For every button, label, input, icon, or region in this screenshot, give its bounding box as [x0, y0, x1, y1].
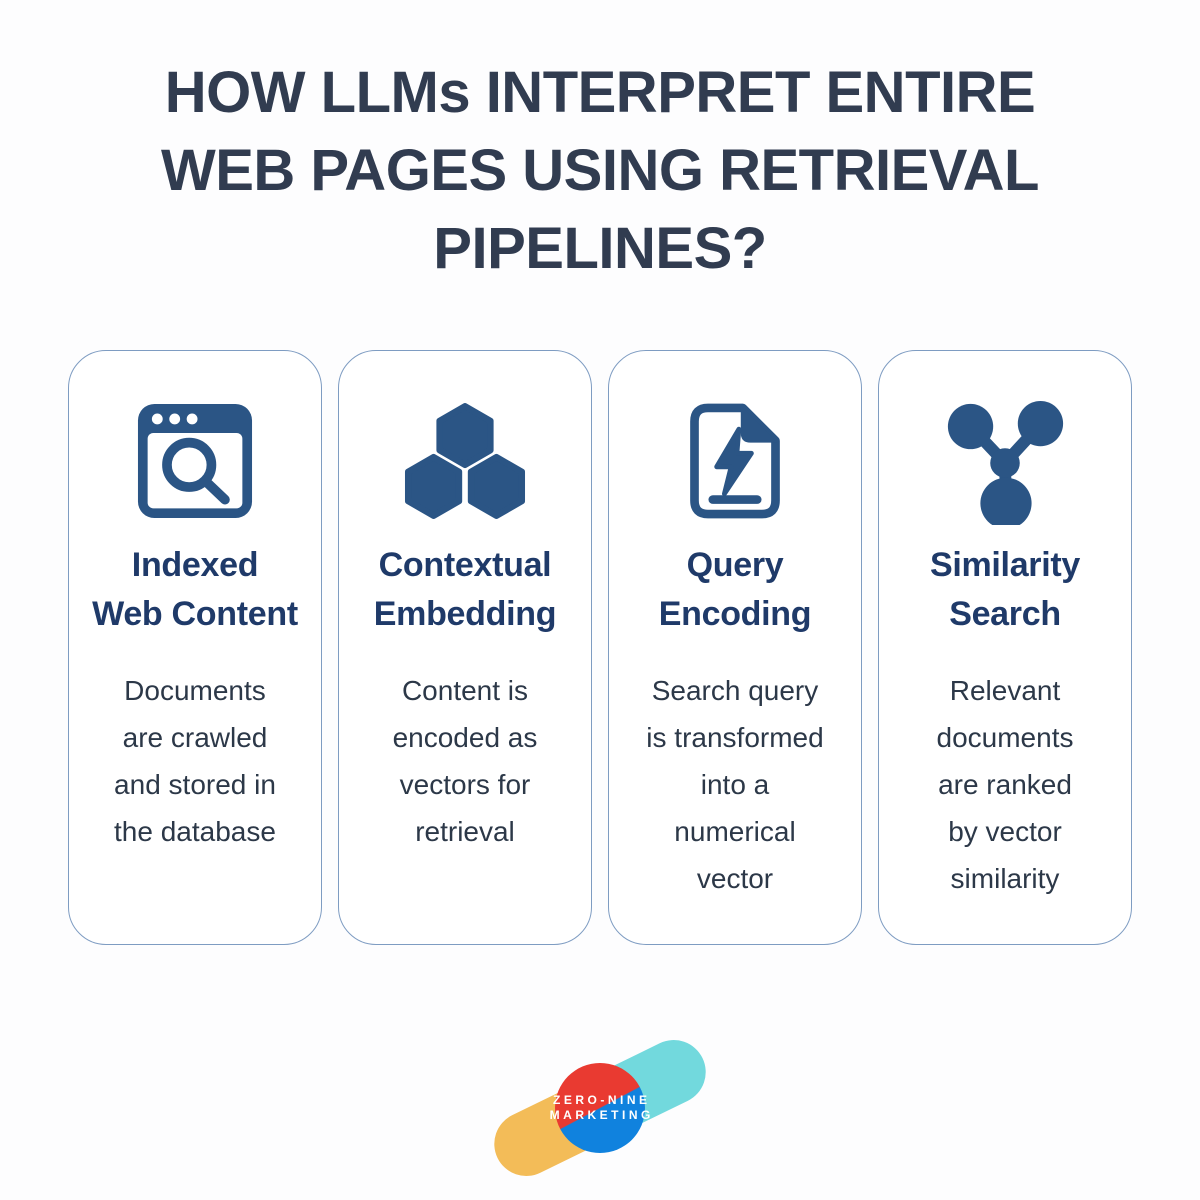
network-nodes-icon: [941, 385, 1069, 537]
logo-wordmark-line2: MARKETING: [549, 1108, 654, 1122]
card-heading: Query Encoding: [658, 546, 812, 633]
document-lightning-icon: [681, 385, 789, 537]
logo-wordmark-line1: ZERO-NINE: [553, 1093, 651, 1107]
card-description: Relevant documents are ranked by vector …: [936, 675, 1074, 894]
card-description: Content is encoded as vectors for retrie…: [392, 675, 538, 847]
card-indexed-web-content: Indexed Web Content Documents are crawle…: [68, 350, 322, 945]
cards-row: Indexed Web Content Documents are crawle…: [0, 350, 1200, 945]
browser-search-icon: [137, 385, 253, 537]
card-heading: Contextual Embedding: [373, 546, 557, 633]
card-description: Documents are crawled and stored in the …: [114, 675, 276, 847]
card-heading: Indexed Web Content: [92, 546, 298, 633]
page-title: HOW LLMs INTERPRET ENTIRE WEB PAGES USIN…: [161, 60, 1039, 281]
logo-circle-shape: [555, 1063, 645, 1153]
card-description: Search query is transformed into a numer…: [646, 675, 824, 894]
hexagon-cluster-icon: [400, 385, 530, 537]
logo-wordmark: ZERO-NINE MARKETING: [485, 1033, 715, 1183]
card-query-encoding: Query Encoding Search query is transform…: [608, 350, 862, 945]
card-heading: Similarity Search: [929, 546, 1081, 633]
card-similarity-search: Similarity Search Relevant documents are…: [878, 350, 1132, 945]
brand-logo: ZERO-NINE MARKETING: [483, 1029, 717, 1187]
card-contextual-embedding: Contextual Embedding Content is encoded …: [338, 350, 592, 945]
